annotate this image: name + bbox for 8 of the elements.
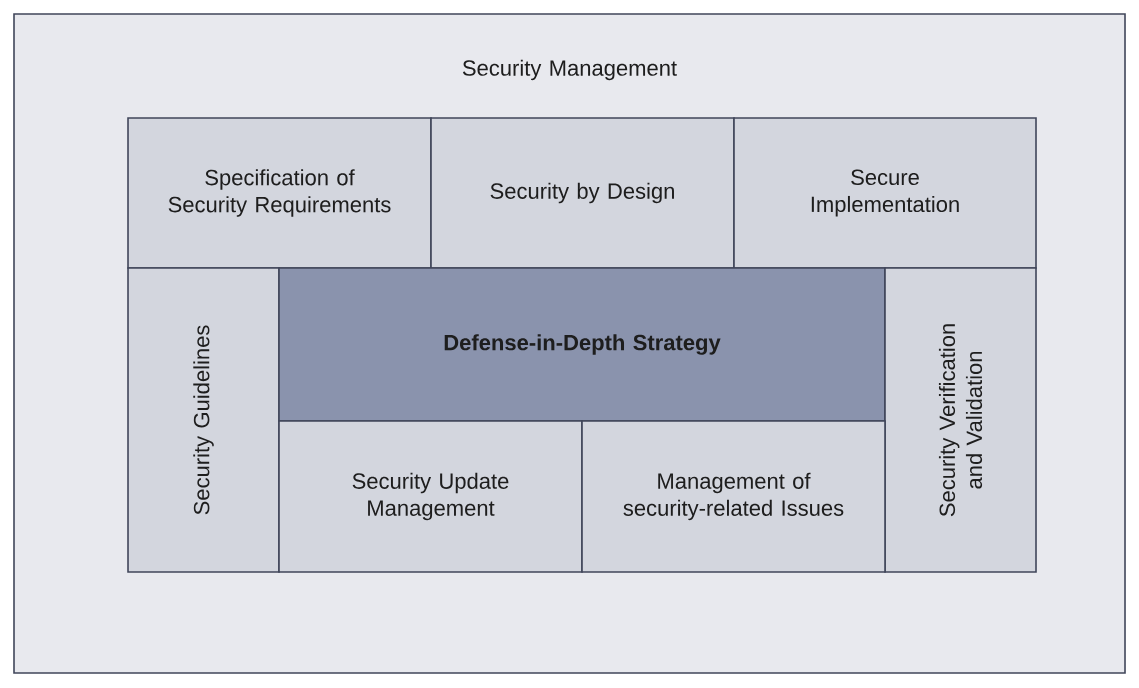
section-box: Management of security-related Issues xyxy=(581,420,886,573)
section-box: Security Verification and Validation xyxy=(884,267,1037,573)
section-box: Security Guidelines xyxy=(127,267,280,573)
section-box: Secure Implementation xyxy=(733,117,1037,269)
section-box: Security Update Management xyxy=(278,420,583,573)
core-box: Defense-in-Depth Strategy xyxy=(278,267,886,422)
section-box: Security by Design xyxy=(430,117,735,269)
section-box: Specification of Security Requirements xyxy=(127,117,432,269)
